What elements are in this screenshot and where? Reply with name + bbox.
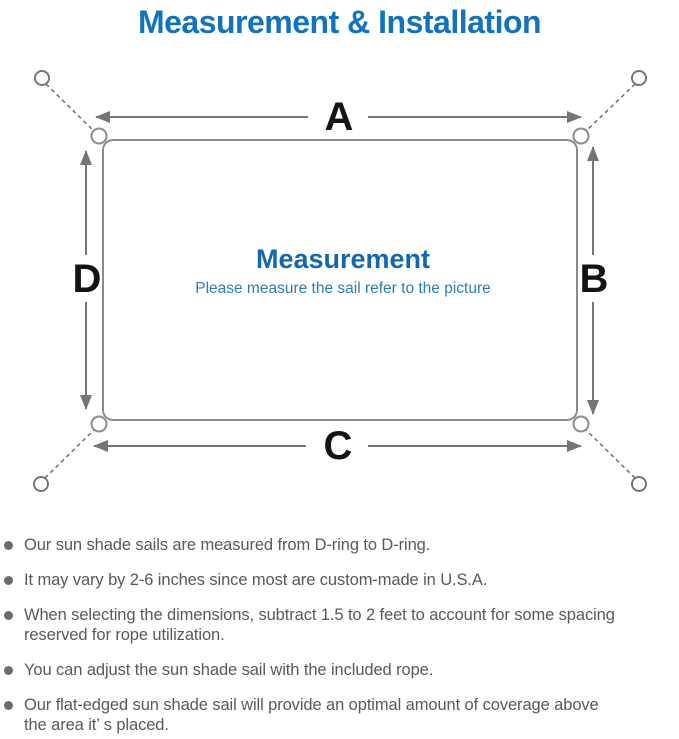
- diagram-heading: Measurement: [256, 244, 430, 274]
- note-text: Our flat-edged sun shade sail will provi…: [24, 696, 599, 734]
- list-item: Our flat-edged sun shade sail will provi…: [4, 695, 672, 735]
- page-title: Measurement & Installation: [137, 4, 542, 40]
- d-ring-icon-bottom-right: [572, 415, 590, 433]
- bullet-icon: [4, 666, 13, 675]
- rope-line-bottom-right: [581, 425, 636, 479]
- anchor-point-bottom-left: [33, 476, 49, 492]
- dimension-label-d: D: [73, 257, 102, 301]
- bullet-icon: [4, 701, 13, 710]
- measurement-diagram: A B C D Measurement Please measure the s…: [33, 70, 647, 492]
- diagram-subheading: Please measure the sail refer to the pic…: [195, 280, 491, 297]
- d-ring-icon-bottom-left: [90, 415, 108, 433]
- dimension-label-c: C: [324, 424, 353, 468]
- bullet-icon: [4, 576, 13, 585]
- rope-line-bottom-left: [44, 425, 99, 479]
- note-text: Our sun shade sails are measured from D-…: [24, 536, 431, 554]
- shade-sail-outline: [102, 139, 578, 421]
- list-item: It may vary by 2-6 inches since most are…: [4, 570, 672, 590]
- list-item: Our sun shade sails are measured from D-…: [4, 535, 672, 555]
- note-text: It may vary by 2-6 inches since most are…: [24, 571, 488, 589]
- notes-list: Our sun shade sails are measured from D-…: [4, 535, 672, 739]
- anchor-point-top-left: [34, 70, 50, 86]
- bullet-icon: [4, 611, 13, 620]
- rope-line-top-left: [45, 83, 99, 136]
- rope-line-top-right: [581, 83, 636, 136]
- dimension-label-b: B: [580, 257, 609, 301]
- d-ring-icon-top-right: [572, 127, 590, 145]
- bullet-icon: [4, 541, 13, 550]
- note-text: When selecting the dimensions, subtract …: [24, 606, 615, 644]
- note-text: You can adjust the sun shade sail with t…: [24, 661, 434, 679]
- anchor-point-top-right: [631, 70, 647, 86]
- list-item: You can adjust the sun shade sail with t…: [4, 660, 672, 680]
- d-ring-icon-top-left: [90, 127, 108, 145]
- anchor-point-bottom-right: [631, 476, 647, 492]
- dimension-label-a: A: [325, 95, 354, 139]
- list-item: When selecting the dimensions, subtract …: [4, 605, 672, 645]
